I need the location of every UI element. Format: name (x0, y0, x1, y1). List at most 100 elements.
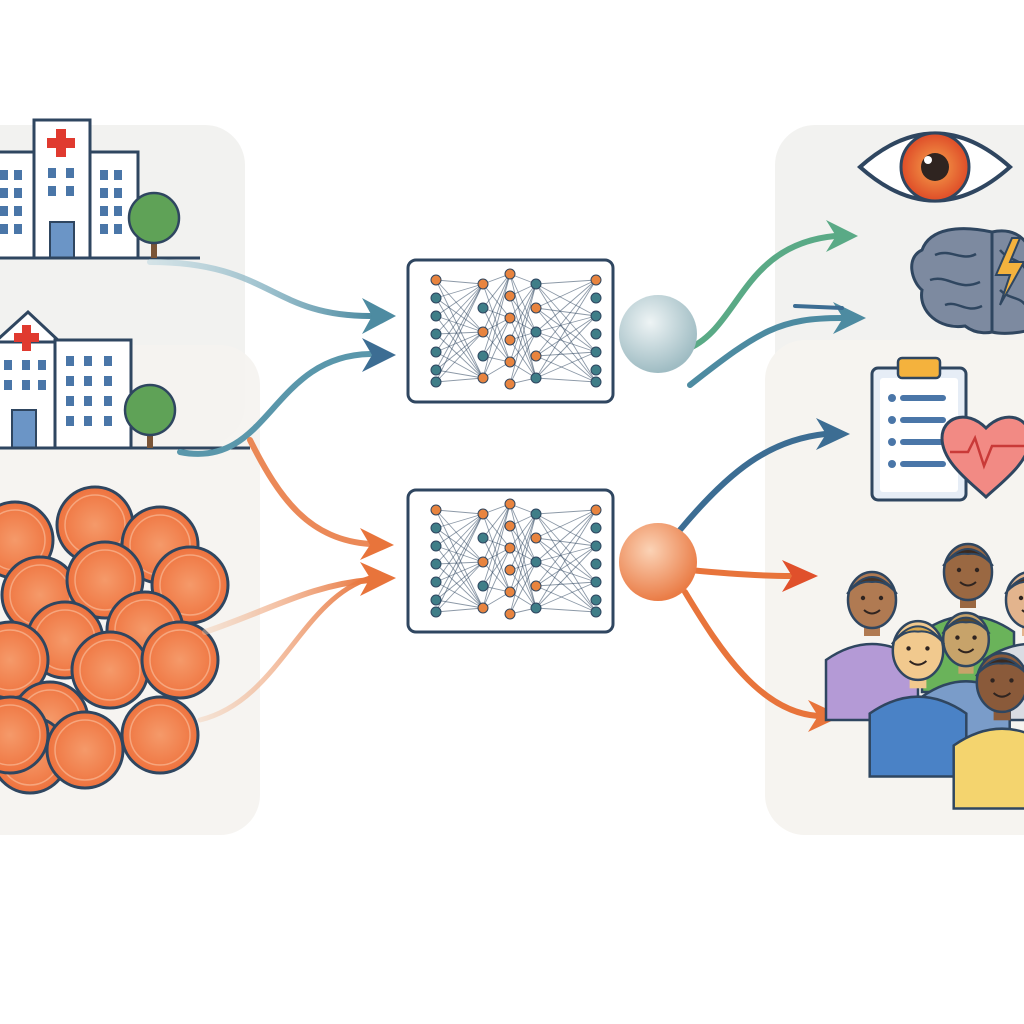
network-node (430, 346, 442, 358)
network-node (590, 328, 602, 340)
network-node (590, 376, 602, 388)
network-node (590, 504, 602, 516)
network-node (430, 376, 442, 388)
network-node (477, 556, 489, 568)
network-node (590, 346, 602, 358)
network-node (530, 326, 542, 338)
arrow-to-brain (687, 315, 845, 388)
network-node (590, 594, 602, 606)
network-node (477, 350, 489, 362)
network-node (477, 302, 489, 314)
network-node (530, 556, 542, 568)
arrow-to-people (687, 567, 795, 579)
arrow-hospital1-to-model1 (147, 259, 373, 319)
network-node (590, 558, 602, 570)
teal-sphere-icon (619, 295, 697, 373)
arrow-head (362, 338, 396, 372)
network-node (530, 278, 542, 290)
arrow-head (360, 562, 396, 596)
network-node (590, 576, 602, 588)
network-node (430, 274, 442, 286)
network-node (530, 508, 542, 520)
arrow-hospital2-to-model2 (247, 437, 373, 547)
arrow-cells-to-model2 (202, 577, 373, 635)
network-node (590, 540, 602, 552)
network-node (430, 576, 442, 588)
network-node (430, 328, 442, 340)
network-node (504, 542, 516, 554)
network-node (430, 558, 442, 570)
network-node (430, 310, 442, 322)
network-node (504, 334, 516, 346)
cell-cluster-icon (0, 485, 230, 795)
arrow-to-eye (682, 233, 838, 353)
cell-icon (70, 630, 150, 710)
people-group-icon (824, 542, 1024, 810)
arrow-head (360, 528, 394, 560)
network-node (430, 504, 442, 516)
orange-sphere-icon (619, 523, 697, 601)
network-node (477, 278, 489, 290)
tree-icon (123, 383, 177, 448)
network-node (504, 608, 516, 620)
network-node (530, 372, 542, 384)
network-node (430, 364, 442, 376)
arrow-head (782, 560, 818, 592)
network-node (530, 350, 542, 362)
arrow-head (826, 220, 858, 252)
arrow-head (833, 302, 866, 334)
clipboard-heart-icon (870, 356, 1024, 502)
network-node (504, 564, 516, 576)
network-node (590, 606, 602, 618)
network-node (504, 290, 516, 302)
network-node (530, 580, 542, 592)
network-node (477, 372, 489, 384)
network-node (590, 310, 602, 322)
arrow-to-brain-b (793, 304, 844, 310)
arrow-to-people-b (682, 589, 821, 719)
network-node (530, 302, 542, 314)
network-node (590, 522, 602, 534)
network-node (590, 274, 602, 286)
arrow-to-clipboard (677, 431, 828, 533)
network-node (530, 602, 542, 614)
cell-icon (45, 710, 125, 790)
network-node (530, 532, 542, 544)
hospital-icon (0, 309, 250, 450)
person-icon (868, 619, 968, 778)
network-node (430, 594, 442, 606)
lightning-icon (994, 237, 1024, 306)
network-node (504, 268, 516, 280)
neural-network-icon (406, 488, 615, 634)
network-node (477, 326, 489, 338)
network-node (430, 292, 442, 304)
network-node (504, 356, 516, 368)
hospital-icon (0, 118, 200, 260)
network-node (504, 586, 516, 598)
network-node (504, 378, 516, 390)
network-node (430, 606, 442, 618)
cell-icon (120, 695, 200, 775)
network-node (477, 602, 489, 614)
network-node (430, 522, 442, 534)
eye-icon (856, 131, 1014, 203)
arrow-head (816, 418, 850, 450)
network-node (590, 292, 602, 304)
arrow-head (362, 298, 396, 334)
arrow-hospital2-to-model1 (177, 351, 373, 457)
network-node (477, 508, 489, 520)
cell-icon (0, 695, 50, 775)
network-node (477, 532, 489, 544)
neural-network-icon (406, 258, 615, 404)
arrow-cells-to-model2-b (197, 575, 373, 723)
network-node (590, 364, 602, 376)
tree-icon (127, 191, 181, 258)
network-node (504, 312, 516, 324)
network-node (477, 580, 489, 592)
cell-icon (140, 620, 220, 700)
network-node (504, 520, 516, 532)
network-node (430, 540, 442, 552)
network-node (504, 498, 516, 510)
brain-lightning-icon (910, 227, 1024, 335)
